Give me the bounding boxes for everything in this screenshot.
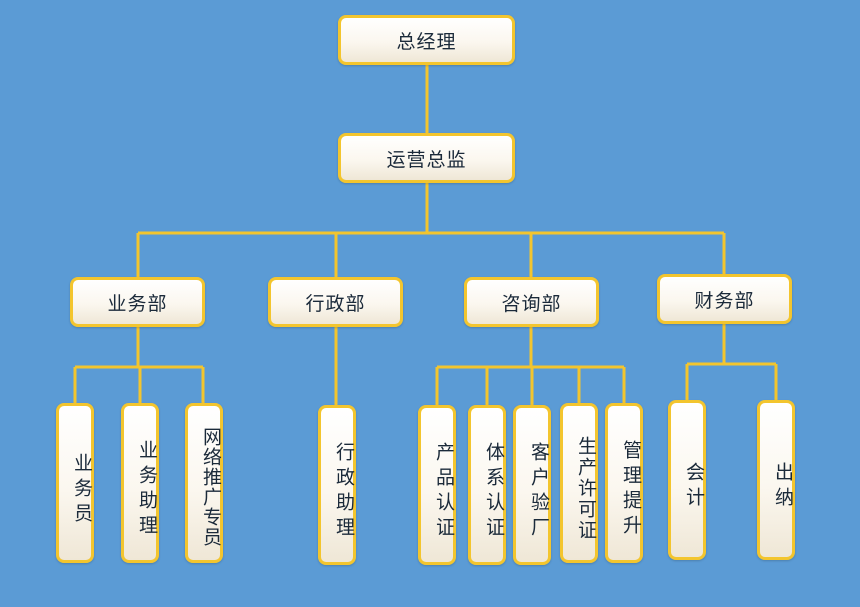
node-role-salesperson: 业务员 [56,403,94,563]
node-role-product-certification: 产品认证 [418,405,456,565]
node-dept-finance-label: 财务部 [694,289,755,312]
node-role-product-certification-label: 产品认证 [433,442,455,542]
node-role-system-certification-label: 体系认证 [483,442,505,542]
node-role-factory-audit: 客户验厂 [513,405,551,565]
node-role-production-license-label: 生产许可证 [575,435,597,541]
node-role-admin-assistant-label: 行政助理 [333,442,355,542]
node-role-factory-audit-label: 客户验厂 [528,442,550,542]
node-role-sales-assistant-label: 业务助理 [136,440,158,540]
node-dept-business-label: 业务部 [107,292,168,315]
node-role-online-promotion: 网络推广专员 [185,403,223,563]
node-dept-finance: 财务部 [657,274,792,324]
node-role-online-promotion-label: 网络推广专员 [200,427,222,547]
node-role-management-improvement: 管理提升 [605,403,643,563]
node-role-cashier: 出纳 [757,400,795,560]
node-role-salesperson-label: 业务员 [71,452,93,528]
node-role-admin-assistant: 行政助理 [318,405,356,565]
node-ceo: 总经理 [338,15,515,65]
node-dept-admin: 行政部 [268,277,403,327]
node-role-accountant-label: 会计 [683,462,705,512]
node-role-management-improvement-label: 管理提升 [620,440,642,540]
node-role-system-certification: 体系认证 [468,405,506,565]
node-ops-director-label: 运营总监 [386,148,467,171]
node-role-sales-assistant: 业务助理 [121,403,159,563]
node-ceo-label: 总经理 [396,30,457,53]
node-ops-director: 运营总监 [338,133,515,183]
node-dept-admin-label: 行政部 [305,292,366,315]
node-role-cashier-label: 出纳 [772,462,794,512]
node-dept-business: 业务部 [70,277,205,327]
node-dept-consulting: 咨询部 [464,277,599,327]
connector-lines [73,65,778,405]
node-role-production-license: 生产许可证 [560,403,598,563]
node-role-accountant: 会计 [668,400,706,560]
node-dept-consulting-label: 咨询部 [501,292,562,315]
